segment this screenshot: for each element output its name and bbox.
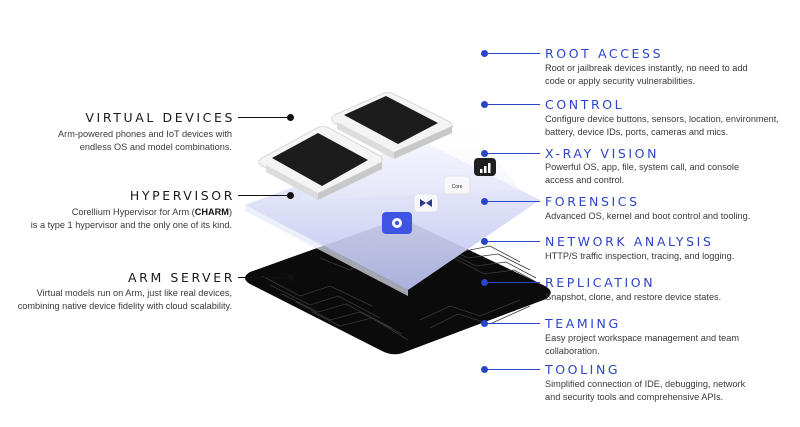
root-access-desc: Root or jailbreak devices instantly, no … (545, 62, 790, 88)
root-access-marker (481, 50, 488, 57)
virtual-devices-title: VIRTUAL DEVICES (85, 110, 235, 125)
teaming-connector (486, 323, 540, 324)
teaming-marker (481, 320, 488, 327)
arm-server-desc-line2: combining native device fidelity with cl… (17, 301, 232, 311)
xray-vision-marker (481, 150, 488, 157)
hypervisor-desc-suffix: ) (228, 207, 232, 217)
replication-marker (481, 279, 488, 286)
virtual-devices-desc-line1: Arm-powered phones and IoT devices with (58, 129, 232, 139)
control-marker (481, 101, 488, 108)
virtual-devices-connector (238, 117, 290, 118)
network-analysis-connector (486, 241, 540, 242)
arm-server-connector (238, 277, 290, 278)
xray-vision-desc: Powerful OS, app, file, system call, and… (545, 161, 790, 187)
hypervisor-desc: Corellium Hypervisor for Arm (CHARM) is … (0, 206, 232, 232)
xray-vision-connector (486, 153, 540, 154)
control-connector (486, 104, 540, 105)
xray-vision-desc-line1: Powerful OS, app, file, system call, and… (545, 162, 740, 172)
replication-desc: Snapshot, clone, and restore device stat… (545, 291, 790, 304)
hypervisor-title: HYPERVISOR (129, 188, 235, 203)
forensics-desc: Advanced OS, kernel and boot control and… (545, 210, 790, 223)
hypervisor-desc-prefix: Corellium Hypervisor for Arm ( (71, 207, 195, 217)
hypervisor-marker (287, 192, 294, 199)
forensics-title: FORENSICS (545, 194, 640, 209)
arm-server-marker (287, 274, 294, 281)
virtual-devices-desc: Arm-powered phones and IoT devices with … (0, 128, 232, 154)
teaming-title: TEAMING (545, 316, 621, 331)
replication-connector (486, 282, 540, 283)
corellium-app-icon (382, 212, 412, 234)
forensics-desc-line1: Advanced OS, kernel and boot control and… (545, 211, 751, 221)
hypervisor-desc-line1: Corellium Hypervisor for Arm (CHARM) (0, 206, 232, 219)
control-desc-line1: Configure device buttons, sensors, locat… (545, 114, 779, 124)
control-desc-line2: battery, device IDs, ports, cameras and … (545, 127, 729, 137)
tooling-desc-line1: Simplified connection of IDE, debugging,… (545, 379, 746, 389)
root-access-desc-line2: code or apply security vulnerabilities. (545, 76, 696, 86)
bowtie-tool-icon (413, 193, 439, 213)
tooling-desc-line2: and security tools and comprehensive API… (545, 392, 724, 402)
virtual-phone-right (331, 92, 453, 159)
network-analysis-title: NETWORK ANALYSIS (545, 234, 714, 249)
root-access-desc-line1: Root or jailbreak devices instantly, no … (545, 63, 748, 73)
network-analysis-desc-line1: HTTP/S traffic inspection, tracing, and … (545, 251, 735, 261)
virtual-devices-marker (287, 114, 294, 121)
xray-vision-desc-line2: access and control. (545, 175, 625, 185)
xray-vision-title: X-RAY VISION (545, 146, 660, 161)
root-access-title: ROOT ACCESS (545, 46, 664, 61)
network-analysis-marker (481, 238, 488, 245)
control-title: CONTROL (545, 97, 625, 112)
charm-acronym: CHARM (194, 207, 229, 217)
arm-server-title: ARM SERVER (128, 270, 235, 285)
arm-server-desc-line1: Virtual models run on Arm, just like rea… (36, 288, 232, 298)
replication-desc-line1: Snapshot, clone, and restore device stat… (545, 292, 722, 302)
tooling-title: TOOLING (545, 362, 621, 377)
forensics-marker (481, 198, 488, 205)
virtual-phone-left (258, 126, 383, 200)
teaming-desc-line1: Easy project workspace management and te… (545, 333, 740, 343)
virtual-devices-desc-line2: endless OS and model combinations. (79, 142, 232, 152)
teaming-desc-line2: collaboration. (545, 346, 600, 356)
core-icon: Core (443, 175, 471, 195)
hypervisor-desc-line2: is a type 1 hypervisor and the only one … (30, 220, 232, 230)
tooling-desc: Simplified connection of IDE, debugging,… (545, 378, 790, 404)
network-analysis-desc: HTTP/S traffic inspection, tracing, and … (545, 250, 790, 263)
replication-title: REPLICATION (545, 275, 656, 290)
teaming-desc: Easy project workspace management and te… (545, 332, 790, 358)
forensics-connector (486, 201, 540, 202)
tooling-marker (481, 366, 488, 373)
hypervisor-connector (238, 195, 290, 196)
arm-server-desc: Virtual models run on Arm, just like rea… (0, 287, 232, 313)
tooling-connector (486, 369, 540, 370)
root-access-connector (486, 53, 540, 54)
control-desc: Configure device buttons, sensors, locat… (545, 113, 795, 139)
dark-tool-icon (474, 158, 496, 176)
core-badge-text: Core (452, 184, 463, 190)
